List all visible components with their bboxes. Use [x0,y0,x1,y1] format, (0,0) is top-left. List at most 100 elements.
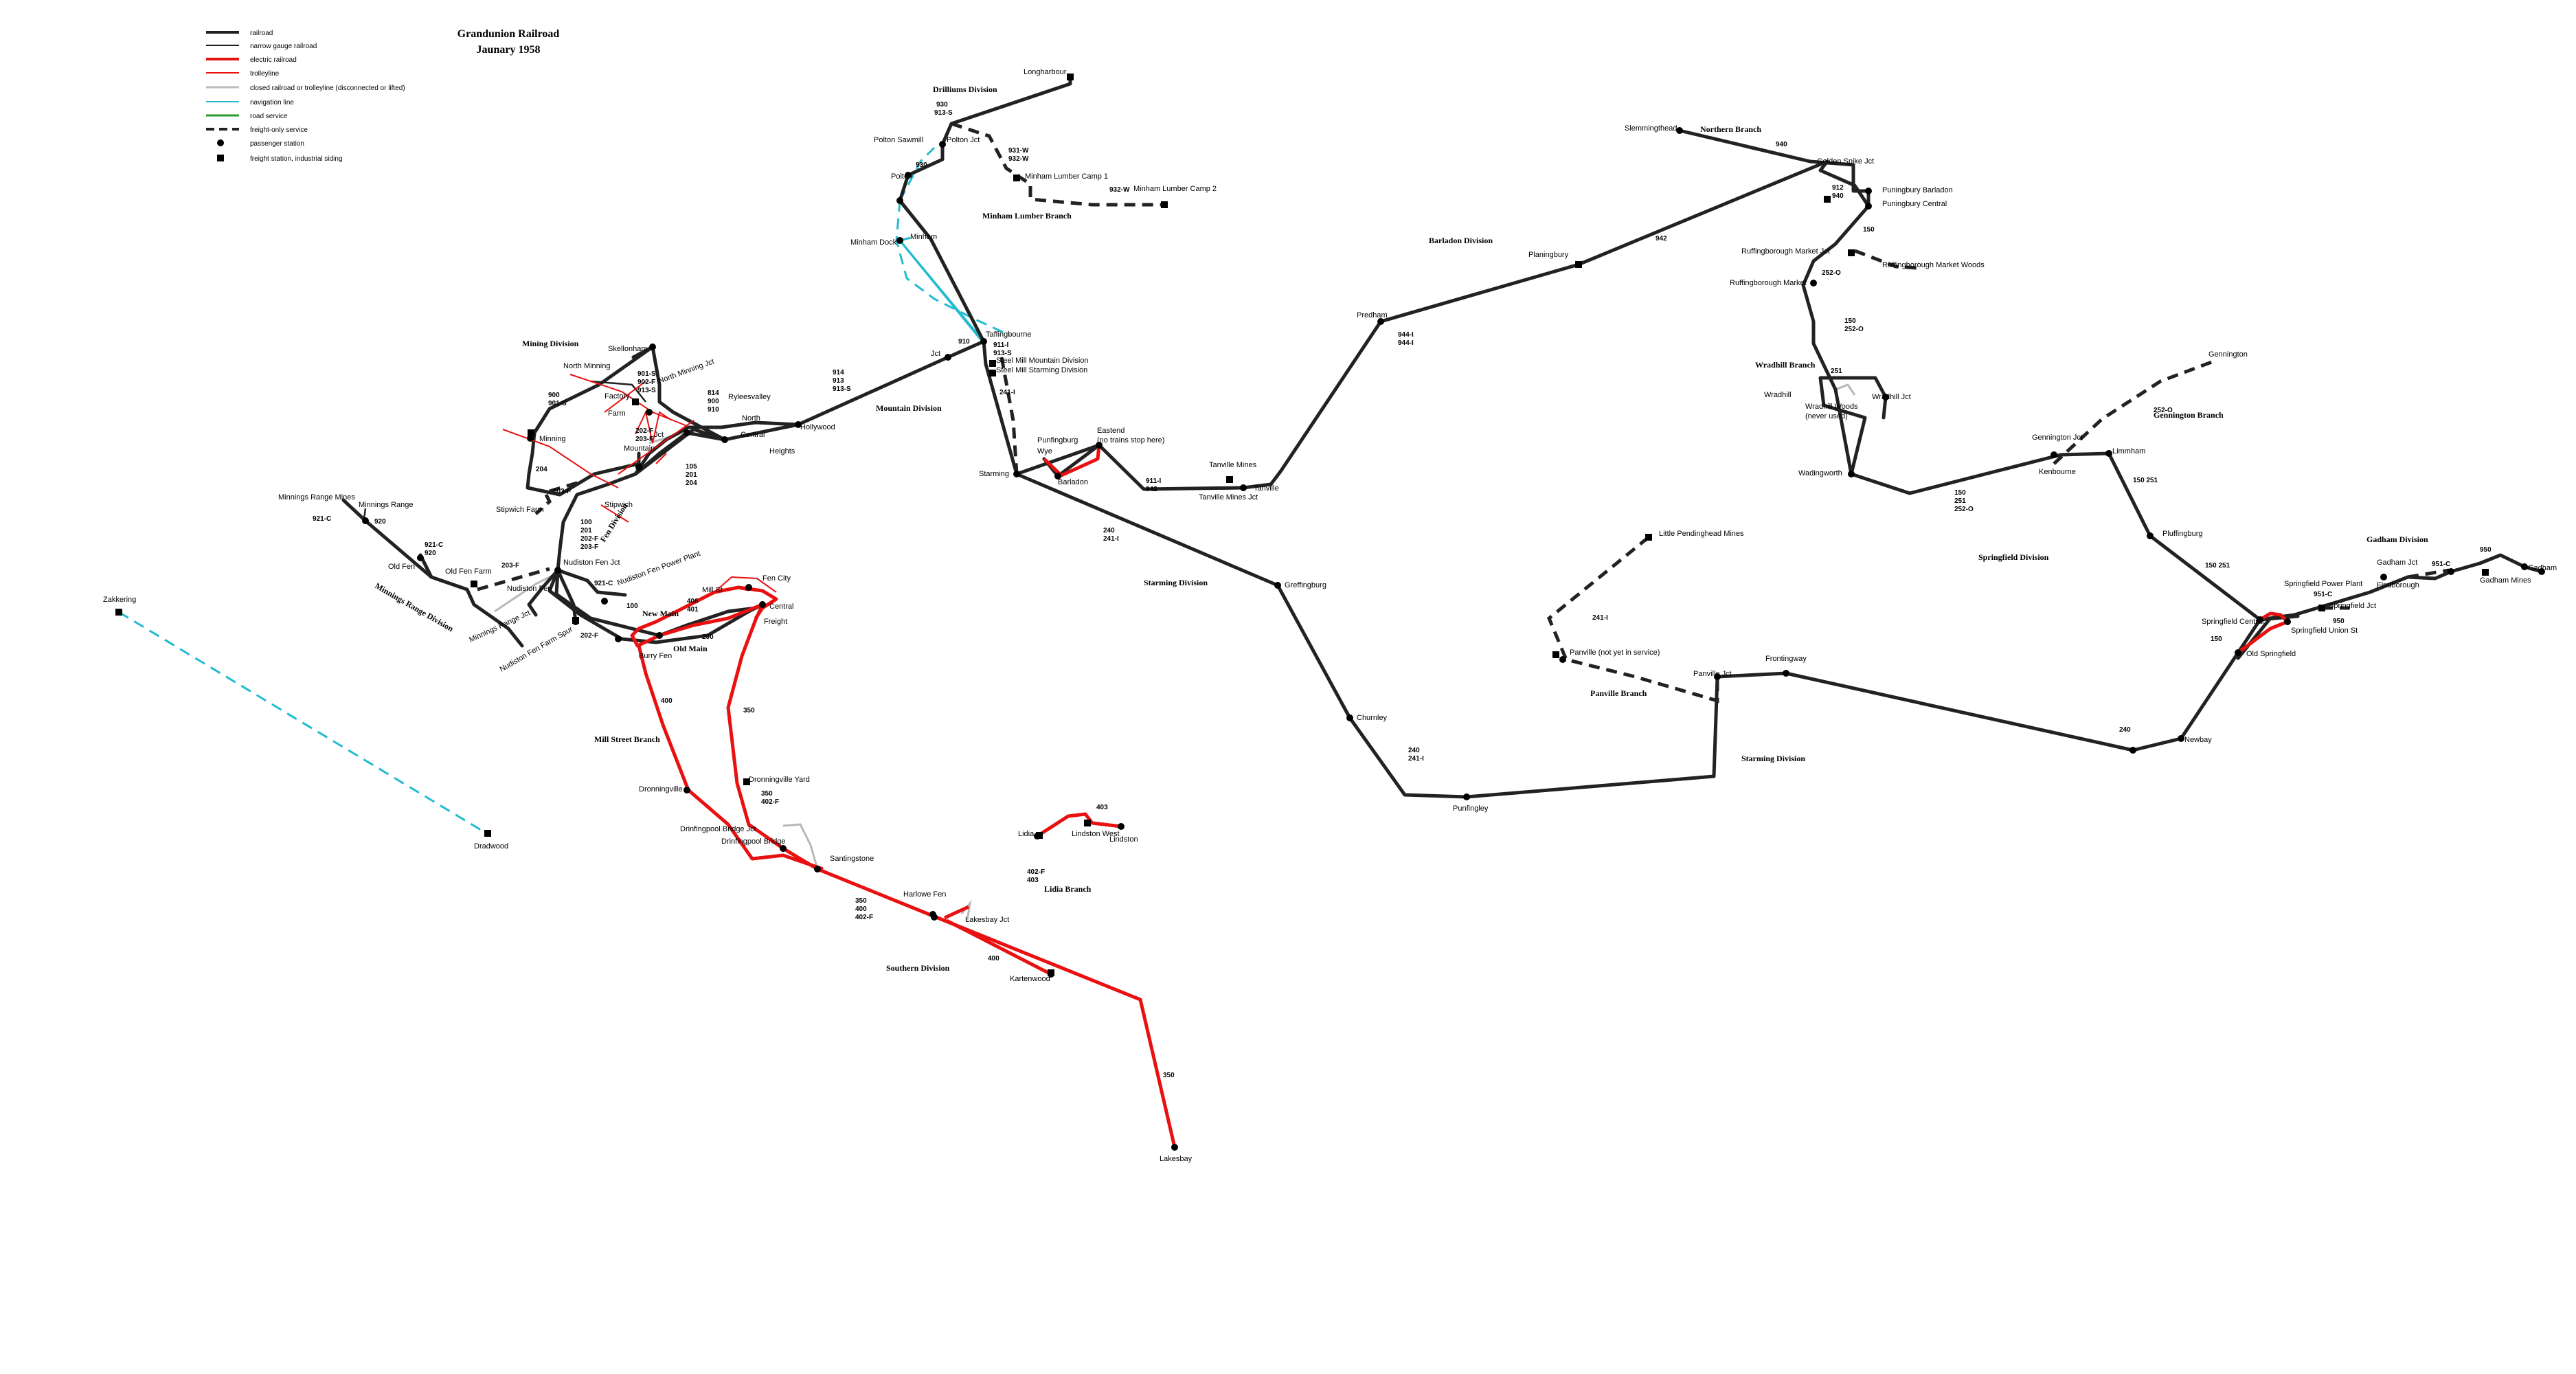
route-number: 150 [1954,489,1966,497]
station-label: Gadham Jct [2377,559,2417,567]
station-label: Stipwich [605,501,633,509]
route-number: 105 [686,463,697,471]
division-labels: Drilliums Division Minham Lumber Branch … [374,85,2429,973]
route-number: 100 [626,602,638,610]
route-number: 912 [1832,184,1844,192]
narrow-gauge-lines [363,380,646,519]
route-number: 402-F [761,798,779,806]
route-number: 350 [855,897,867,905]
station-label: Minnings Range Mines [278,493,355,502]
station-label: Nudiston Fen Jct [563,559,620,567]
railroads [341,74,2544,799]
station-label: Puningbury Central [1882,200,1947,208]
station-label: Dronningville Yard [749,776,810,784]
station-label: Fen City [762,574,791,583]
station-label: Nudiston Fen [507,585,552,593]
station-label: Ryleesvalley [728,393,771,401]
route-number: 204 [686,480,697,487]
route-number: 350 [1163,1072,1175,1079]
route-number: 241-I [1103,535,1119,543]
legend-label: freight-only service [250,126,308,134]
station-label: Jct [931,350,940,358]
route-number: 400 [661,697,673,705]
route-number: 913 [833,377,844,385]
legend-label: narrow gauge railroad [250,43,317,50]
station-label: Steel Mill Starming Division [996,366,1087,374]
station-label: Minham [910,233,937,241]
station-label: Burry Fen [639,652,672,660]
route-number: 150 251 [2133,477,2158,484]
route-number: 951-C [2314,591,2332,598]
station-label: Barladon [1058,478,1088,486]
route-number: 401 [687,606,699,613]
division-label: Drilliums Division [933,85,997,94]
station-labels: Longharbour Polton Sawmill Polton Jct Po… [103,68,2557,1163]
route-number: 911-I [993,341,1008,349]
route-number: 252-O [2154,407,2173,414]
route-number: 204 [536,466,547,473]
map-title: Grandunion Railroad [457,28,560,40]
station-label: Gadham Mines [2480,576,2531,585]
route-number: 932-W [1008,155,1029,163]
route-number: 402-F [855,914,873,921]
station-label: Old Fen [388,563,415,571]
station-label: Lakesbay [1160,1155,1193,1163]
route-number: 403 [1096,804,1108,811]
division-label: Gennington Branch [2154,410,2224,420]
route-number: 150 [2211,635,2222,643]
legend-label: navigation line [250,99,294,106]
station-label: Puningbury Barladon [1882,186,1953,194]
route-number: 913-S [833,385,851,393]
route-number: 951-C [2432,561,2450,568]
legend-label: passenger station [250,140,304,148]
station-label: Slemmingthead [1625,124,1677,133]
station-label: Minning [539,435,566,443]
station-label: Hollywood [800,423,835,431]
route-number: 201 [686,471,697,479]
station-label: Polton Sawmill [874,136,923,144]
station-label: Heights [769,447,795,455]
station-label: Tanville Mines [1209,461,1257,469]
route-number: 931-W [1008,147,1029,155]
station-label: Minham Lumber Camp 2 [1133,185,1217,193]
route-number: 240 [1408,747,1420,754]
station-label: Lakesbay Jct [965,916,1009,924]
legend-label: freight station, industrial siding [250,155,343,163]
route-number: 202-F [580,535,598,543]
route-number: 400 [988,955,999,962]
station-label: Central [741,431,765,439]
route-number: 901-S [637,370,656,378]
route-number: 350 [743,707,755,714]
route-number: 251 [1831,368,1842,375]
route-number: 241-I [999,389,1015,396]
division-label: Mountain Division [876,403,942,413]
station-label: Wye [1037,447,1052,455]
route-number: 920 [425,550,436,557]
route-number: 200 [702,633,714,641]
division-label: Lidia Branch [1044,884,1092,894]
station-label: Frontingway [1765,655,1807,663]
route-number: 241-I [1592,614,1608,622]
route-number: 406 [687,598,699,605]
route-number: 150 [1863,226,1875,234]
division-label: Minnings Range Division [374,581,455,633]
legend-label: railroad [250,30,273,37]
map-subtitle: Jaunary 1958 [477,44,541,56]
station-label: Kenbourne [2039,468,2076,476]
station-label: Lindston [1109,835,1138,844]
station-label: Jct [654,431,664,439]
station-label: Gadham [2528,564,2557,572]
station-label: Minnings Range [359,501,414,509]
route-number: 903-F [553,488,571,495]
station-label: Eastend [1097,427,1125,435]
route-number: 902-F [637,379,655,386]
station-label: Santingstone [830,855,874,863]
station-label: Starming [979,470,1009,478]
station-label: Wradhill Jct [1872,393,1911,401]
route-number: 814 [708,390,719,397]
station-label: Minnings Range Jct [468,609,532,644]
division-label: Southern Division [886,963,950,973]
station-label: Freight [764,618,787,626]
route-number: 100 [580,519,592,526]
division-label: Mining Division [522,339,579,348]
